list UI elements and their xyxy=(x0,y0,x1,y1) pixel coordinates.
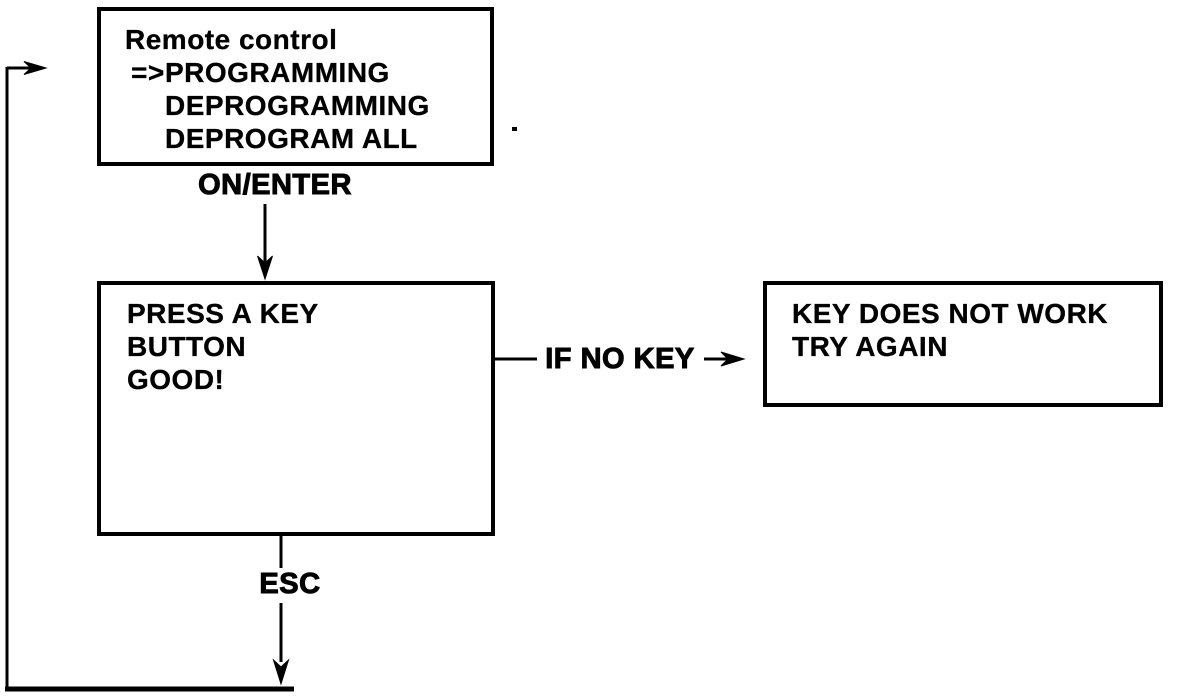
press-key-line: GOOD! xyxy=(127,364,225,395)
key-fail-line: KEY DOES NOT WORK xyxy=(792,298,1109,329)
press-key-line: BUTTON xyxy=(127,331,247,362)
menu-item-deprogram-all: DEPROGRAM ALL xyxy=(131,122,490,155)
on-enter-arrow xyxy=(257,204,273,281)
press-key-box: PRESS A KEY BUTTON GOOD! xyxy=(97,281,495,536)
if-no-key-connector xyxy=(495,351,746,367)
esc-label: ESC xyxy=(250,568,330,601)
remote-control-menu-box: Remote control => PROGRAMMING DEPROGRAMM… xyxy=(97,7,494,166)
menu-item-label: DEPROGRAM ALL xyxy=(165,123,418,154)
loop-back-line xyxy=(5,61,294,692)
key-does-not-work-box: KEY DOES NOT WORK TRY AGAIN xyxy=(763,281,1163,407)
menu-item-label: DEPROGRAMMING xyxy=(165,90,430,121)
menu-title: Remote control xyxy=(125,24,338,55)
menu-item-deprogramming: DEPROGRAMMING xyxy=(131,89,490,122)
menu-item-label: PROGRAMMING xyxy=(165,57,390,88)
menu-item-programming: => PROGRAMMING xyxy=(131,56,490,89)
selection-pointer: => xyxy=(131,57,165,88)
if-no-key-label: IF NO KEY xyxy=(537,343,703,376)
stray-dot-artifact: . xyxy=(512,127,517,131)
esc-arrow xyxy=(272,534,290,686)
on-enter-label: ON/ENTER xyxy=(190,169,360,202)
key-fail-line: TRY AGAIN xyxy=(792,331,948,362)
press-key-line: PRESS A KEY xyxy=(127,298,319,329)
